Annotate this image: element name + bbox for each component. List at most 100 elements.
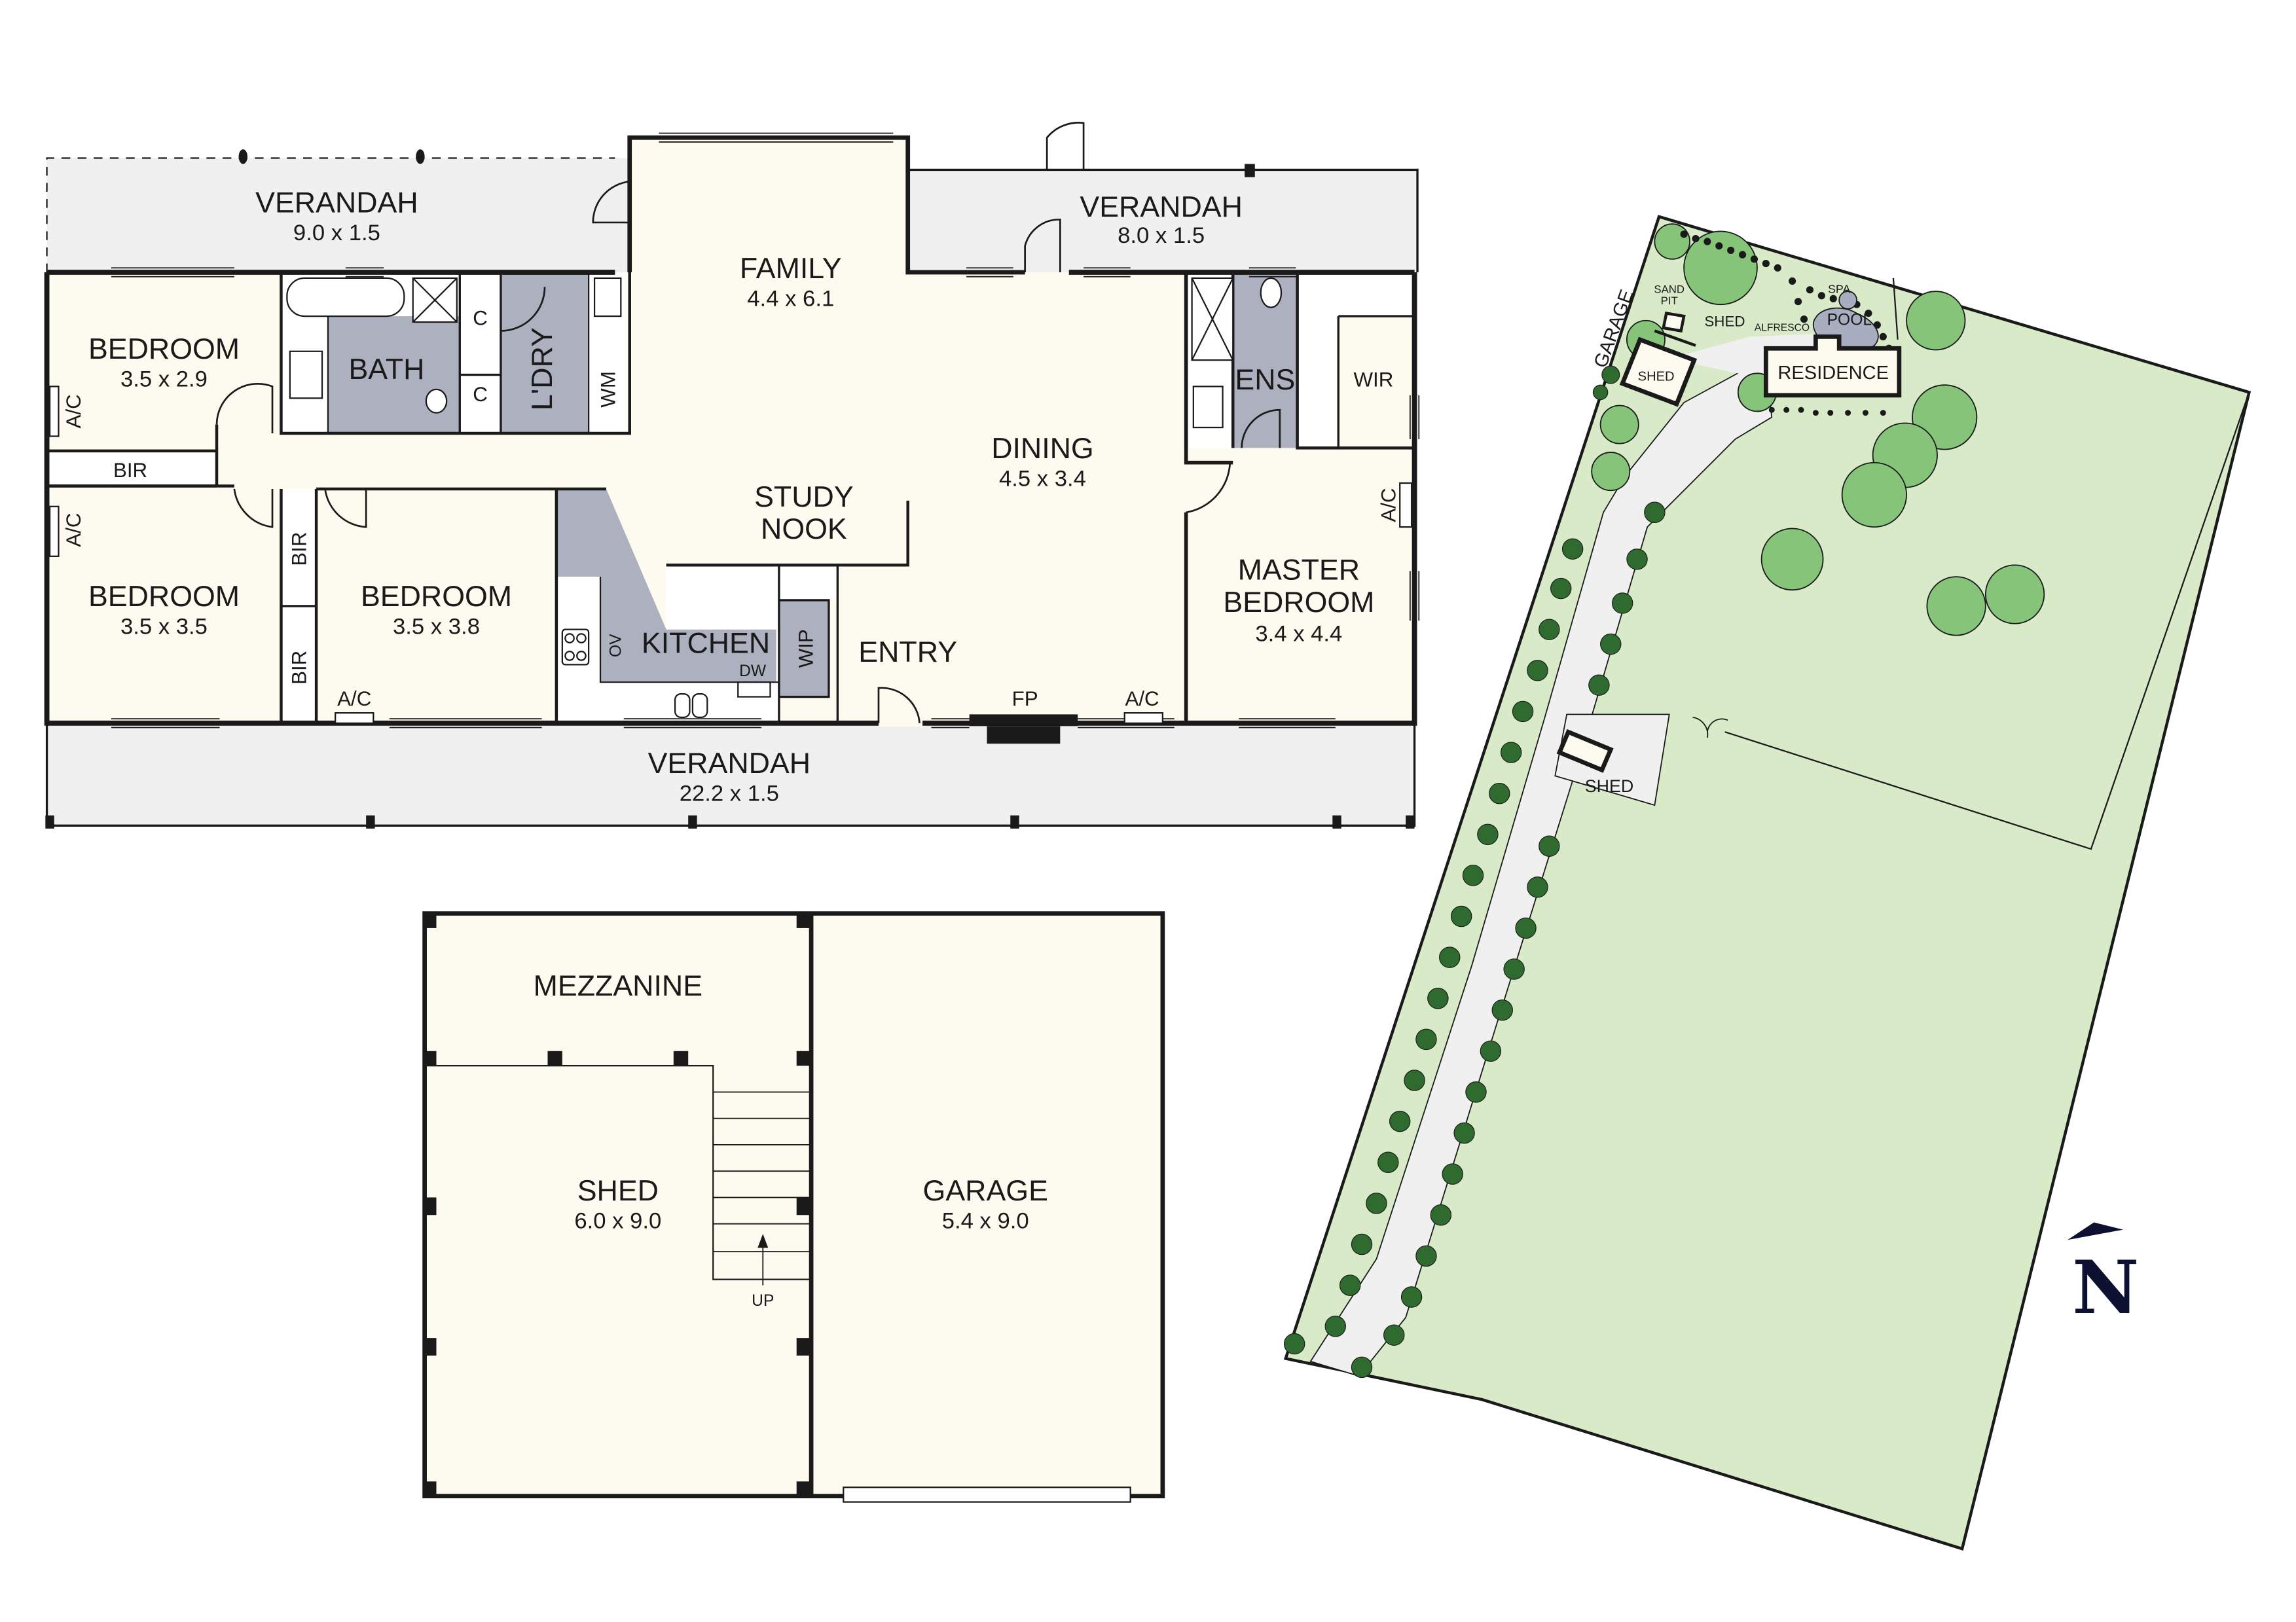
- spa-icon: [1838, 291, 1857, 310]
- post-icon: [416, 149, 425, 164]
- fixtures: [48, 277, 1413, 724]
- oven-label: OV: [607, 634, 625, 657]
- spa-label: SPA: [1828, 282, 1851, 295]
- house-plan: VERANDAH 9.0 x 1.5 VERANDAH 8.0 x 1.5 VE…: [44, 122, 1420, 829]
- washing-machine-icon: [593, 277, 622, 317]
- wir-label: WIR: [1354, 368, 1394, 391]
- tree-icon: [1906, 291, 1966, 351]
- shed-dim: 6.0 x 9.0: [574, 1208, 661, 1233]
- ac-unit-icon: [335, 712, 374, 724]
- wip-floor: [778, 600, 829, 697]
- wip-label: WIP: [794, 629, 817, 668]
- post-icon: [1245, 164, 1255, 177]
- shed-label: SHED: [577, 1175, 659, 1207]
- verandah-ne-label: VERANDAH: [1080, 191, 1243, 223]
- ac-unit-icon: [1123, 712, 1163, 724]
- master-bedroom-label-2: BEDROOM: [1223, 586, 1374, 619]
- garage-label: GARAGE: [923, 1175, 1048, 1207]
- sink-icon: [691, 693, 708, 718]
- kitchen-label: KITCHEN: [642, 627, 770, 659]
- windows: [111, 132, 1420, 729]
- tree-icon: [1654, 223, 1690, 260]
- kitchen-floor: [556, 488, 776, 683]
- bedroom-3-dim: 3.5 x 3.8: [393, 614, 480, 639]
- fireplace-icon: [969, 714, 1078, 727]
- cupboard-1-label: C: [473, 306, 488, 329]
- ac-unit-icon: [48, 505, 60, 557]
- laundry-label: L'DRY: [526, 327, 558, 410]
- bedroom-1-dim: 3.5 x 2.9: [120, 367, 208, 391]
- posts: [424, 913, 812, 1496]
- verandah-south-label: VERANDAH: [648, 748, 811, 780]
- ac-unit-icon: [1399, 482, 1413, 528]
- ac-label: A/C: [337, 687, 371, 710]
- stairs-icon: [713, 1091, 812, 1286]
- ensuite-toilet-icon: [1260, 277, 1283, 308]
- dishwasher-icon: [737, 681, 771, 698]
- bedroom-2-dim: 3.5 x 3.5: [120, 614, 208, 639]
- sand-pit-label-2: PIT: [1661, 295, 1678, 307]
- verandah-ne: VERANDAH 8.0 x 1.5: [907, 164, 1419, 272]
- family-dim: 4.4 x 6.1: [747, 286, 834, 311]
- tree-icon: [1591, 452, 1631, 492]
- tree-icon: [1926, 576, 1986, 636]
- lower-shed-footprint: [1556, 729, 1614, 773]
- ac-label: A/C: [62, 513, 85, 547]
- ensuite-label: ENS: [1235, 364, 1295, 396]
- dining-label: DINING: [991, 433, 1094, 465]
- toilet-icon: [425, 388, 448, 414]
- vanity-icon: [289, 350, 323, 399]
- dishwasher-label: DW: [739, 662, 767, 680]
- residence-label: RESIDENCE: [1777, 363, 1889, 384]
- alfresco-label: ALFRESCO: [1755, 322, 1810, 333]
- family-label: FAMILY: [740, 253, 842, 285]
- ensuite-vanity-icon: [1192, 386, 1224, 429]
- tree-icon: [1683, 230, 1758, 306]
- site-shed-lower-label: SHED: [1585, 776, 1634, 796]
- north-arrow: N: [2068, 1222, 2139, 1331]
- sink-icon: [674, 693, 691, 718]
- bir-1-label: BIR: [113, 459, 147, 482]
- doors: [215, 122, 1281, 723]
- north-arrow-icon: [2068, 1222, 2124, 1240]
- entry-label: ENTRY: [858, 636, 957, 668]
- tree-icon: [1599, 405, 1639, 444]
- ac-label: A/C: [62, 394, 85, 428]
- cupboard-2-label: C: [473, 383, 488, 406]
- study-nook-label-2: NOOK: [761, 513, 847, 545]
- verandah-nw-dim: 9.0 x 1.5: [293, 221, 380, 245]
- ac-label: A/C: [1125, 687, 1159, 710]
- tree-icon: [1760, 528, 1824, 591]
- lot-boundary: [1283, 215, 2251, 1551]
- hedge-row: [1283, 365, 1666, 1379]
- dining-dim: 4.5 x 3.4: [999, 467, 1086, 492]
- verandah-south-dim: 22.2 x 1.5: [680, 781, 779, 806]
- ac-label: A/C: [1377, 488, 1400, 522]
- sand-pit-label-1: SAND: [1654, 283, 1685, 295]
- post-icon: [238, 149, 247, 164]
- bedroom-3-label: BEDROOM: [361, 581, 512, 613]
- bedroom-2-label: BEDROOM: [88, 581, 240, 613]
- master-bedroom-label-1: MASTER: [1238, 554, 1360, 586]
- bathtub-icon: [286, 277, 405, 317]
- wm-label: WM: [596, 371, 619, 408]
- bir-2-label: BIR: [287, 532, 310, 566]
- tree-icon: [1841, 461, 1907, 528]
- verandah-ne-dim: 8.0 x 1.5: [1118, 223, 1205, 248]
- mezzanine-label: MEZZANINE: [534, 970, 702, 1002]
- garage-door-icon: [843, 1487, 1131, 1503]
- fence-dots: [1680, 230, 1893, 416]
- stairs-up-label: UP: [752, 1292, 774, 1310]
- study-nook-label-1: STUDY: [754, 481, 854, 513]
- garage-dim: 5.4 x 9.0: [942, 1208, 1029, 1233]
- master-bedroom-dim: 3.4 x 4.4: [1255, 622, 1342, 647]
- ac-unit-icon: [48, 386, 60, 437]
- north-label: N: [2072, 1245, 2139, 1331]
- pool-label: POOL: [1827, 311, 1872, 329]
- fireplace-label: FP: [1012, 687, 1038, 710]
- bath-label: BATH: [348, 353, 424, 386]
- residence-footprint: [1763, 334, 1902, 398]
- site-shed-main-label: SHED: [1704, 314, 1745, 330]
- site-shed-small-label: SHED: [1638, 369, 1675, 384]
